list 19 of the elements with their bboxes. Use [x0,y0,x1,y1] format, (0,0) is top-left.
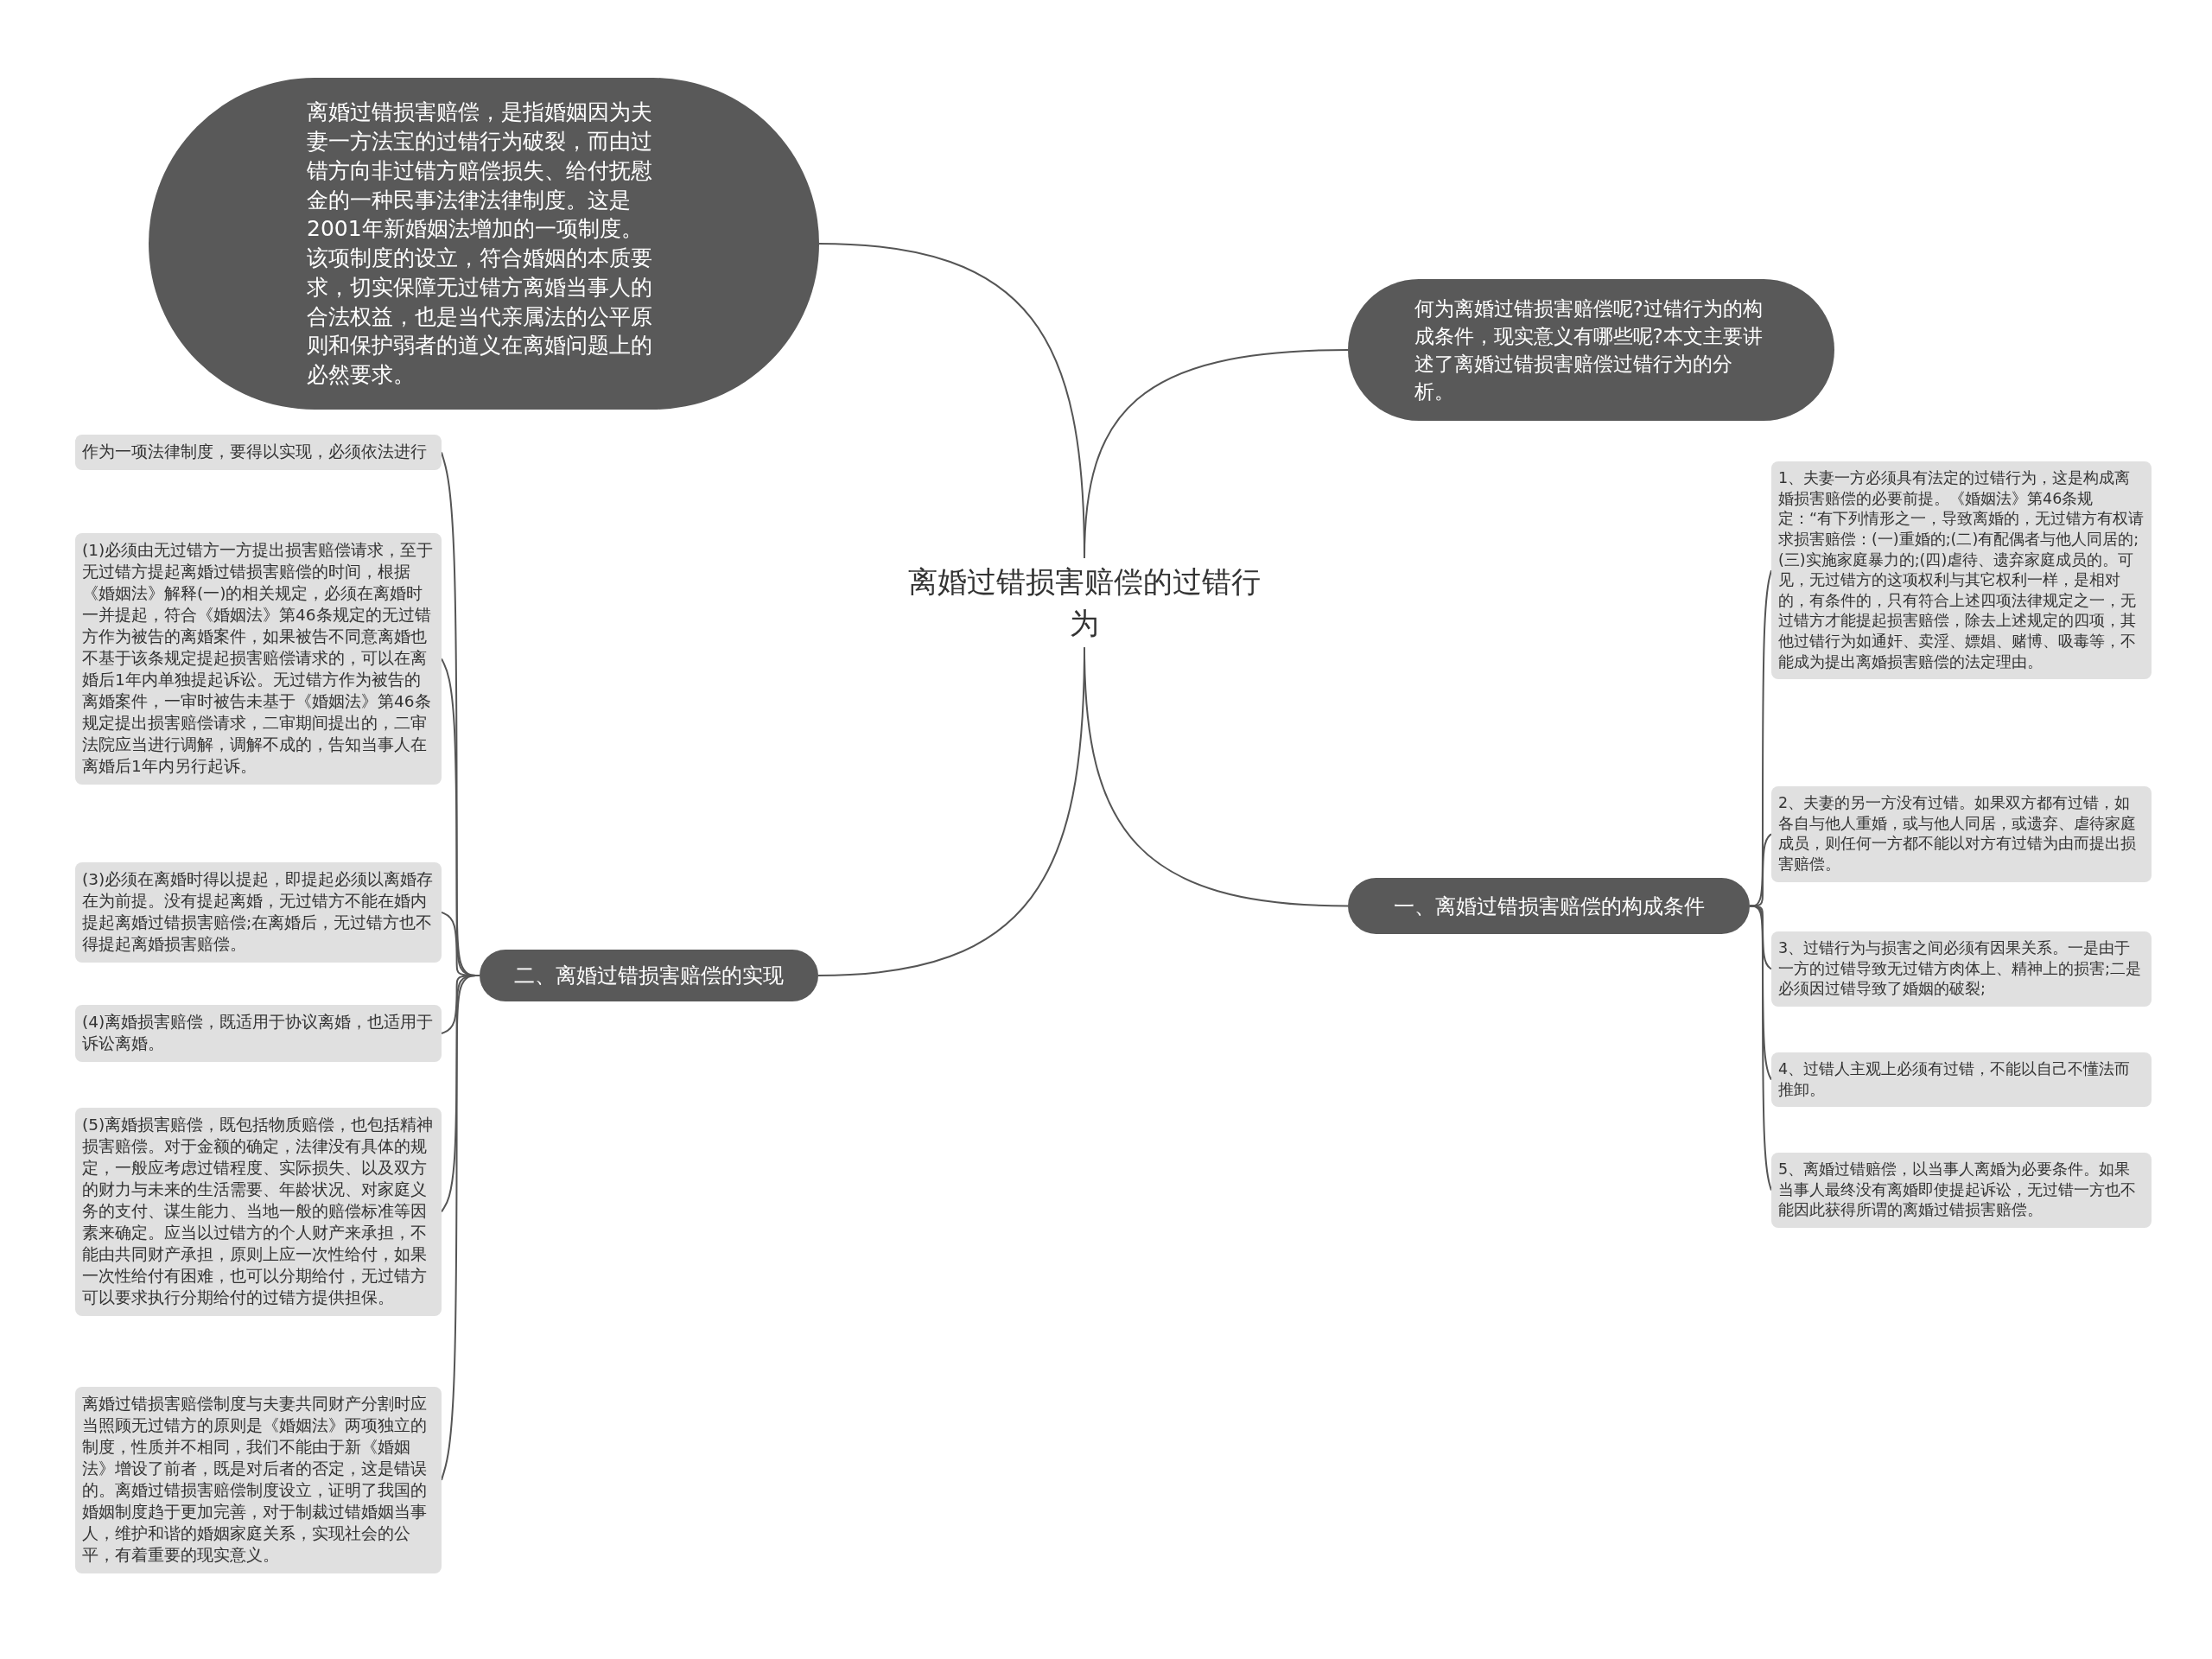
connector-line [1749,905,1772,1192]
branch-topic: 二、离婚过错损害赔偿的实现 [480,950,818,1001]
detail-card: 3、过错行为与损害之间必须有因果关系。一是由于一方的过错导致无过错方肉体上、精神上的损害;二是必须因过错导致了婚姻的破裂; [1771,931,2152,1007]
detail-card: 2、夫妻的另一方没有过错。如果双方都有过错，如各自与他人重婚，或与他人同居，或遗弃、虐待家庭成员，则任何一方都不能以对方有过错为由而提出损害赔偿。 [1771,786,2152,882]
detail-card: (5)离婚损害赔偿，既包括物质赔偿，也包括精神损害赔偿。对于金额的确定，法律没有具体的规定，一般应考虑过错程度、实际损失、以及双方的财力与未来的生活需要、年龄状况、对家庭义务的支付、谋生能力、当地一般的赔偿标准等因素来确定。应当以过错方的个人财产来承担，不能由共同财产承担，原则上应一次性给付，如果一次性给付有困难，也可以分期给付，无过错方可以要求执行分期给付的过错方提供担保。 [75,1108,442,1316]
detail-card: 离婚过错损害赔偿制度与夫妻共同财产分割时应当照顾无过错方的原则是《婚姻法》两项独立的制度，性质并不相同，我们不能由于新《婚姻法》增设了前者，既是对后者的否定，这是错误的。离婚过错损害赔偿制度设立，证明了我国的婚姻制度趋于更加完善，对于制裁过错婚姻当事人，维护和谐的婚姻家庭关系，实现社会的公平，有着重要的现实意义。 [75,1387,442,1573]
branch-topic: 一、离婚过错损害赔偿的构成条件 [1348,878,1750,934]
detail-card: (4)离婚损害赔偿，既适用于协议离婚，也适用于诉讼离婚。 [75,1005,442,1062]
detail-card: (1)必须由无过错方一方提出损害赔偿请求，至于无过错方提起离婚过错损害赔偿的时间，根据《婚姻法》解释(一)的相关规定，必须在离婚时一并提起，符合《婚姻法》第46条规定的无过错方作为被告的离婚案件，如果被告不同意离婚也不基于该条规定提起损害赔偿请求的，可以在离婚后1年内单独提起诉讼。无过错方作为被告的离婚案件，一审时被告未基于《婚姻法》第46条规定提出损害赔偿请求，二审期间提出的，二审法院应当进行调解，调解不成的，告知当事人在离婚后1年内另行起诉。 [75,533,442,785]
detail-card: (3)必须在离婚时得以提起，即提起必须以离婚存在为前提。没有提起离婚，无过错方不能在婚内提起离婚过错损害赔偿;在离婚后，无过错方也不得提起离婚损害赔偿。 [75,862,442,963]
central-topic: 离婚过错损害赔偿的过错行为 [903,562,1266,645]
detail-card: 4、过错人主观上必须有过错，不能以自己不懂法而推卸。 [1771,1052,2152,1108]
connector-line [1084,349,1349,559]
summary-bubble: 离婚过错损害赔偿，是指婚姻因为夫妻一方法宝的过错行为破裂，而由过错方向非过错方赔偿损失、给付抚慰金的一种民事法律法律制度。这是2001年新婚姻法增加的一项制度。该项制度的设立，符合婚姻的本质要求，切实保障无过错方离婚当事人的合法权益，也是当代亲属法的公平原则和保护弱者的道义在离婚问题上的必然要求。 [149,78,819,410]
detail-card: 作为一项法律制度，要得以实现，必须依法进行 [75,435,442,470]
detail-card: 5、离婚过错赔偿，以当事人离婚为必要条件。如果当事人最终没有离婚即使提起诉讼，无过错一方也不能因此获得所谓的离婚过错损害赔偿。 [1771,1153,2152,1228]
summary-bubble: 何为离婚过错损害赔偿呢?过错行为的构成条件，现实意义有哪些呢?本文主要讲述了离婚过错损害赔偿过错行为的分析。 [1348,279,1834,421]
detail-card: 1、夫妻一方必须具有法定的过错行为，这是构成离婚损害赔偿的必要前提。《婚姻法》第46条规定：“有下列情形之一，导致离婚的，无过错方有权请求损害赔偿：(一)重婚的;(二)有配偶者与他人同居的;(三)实施家庭暴力的;(四)虐待、遗弃家庭成员的。可见，无过错方的这项权利与其它权利一样，是相对的，有条件的，只有符合上述四项法律规定之一，无过错方才能提起损害赔偿，除去上述规定的四项，其他过错行为如通奸、卖淫、嫖娼、赌博、吸毒等，不能成为提出离婚损害赔偿的法定理由。 [1771,461,2152,680]
connector-line [817,646,1085,976]
